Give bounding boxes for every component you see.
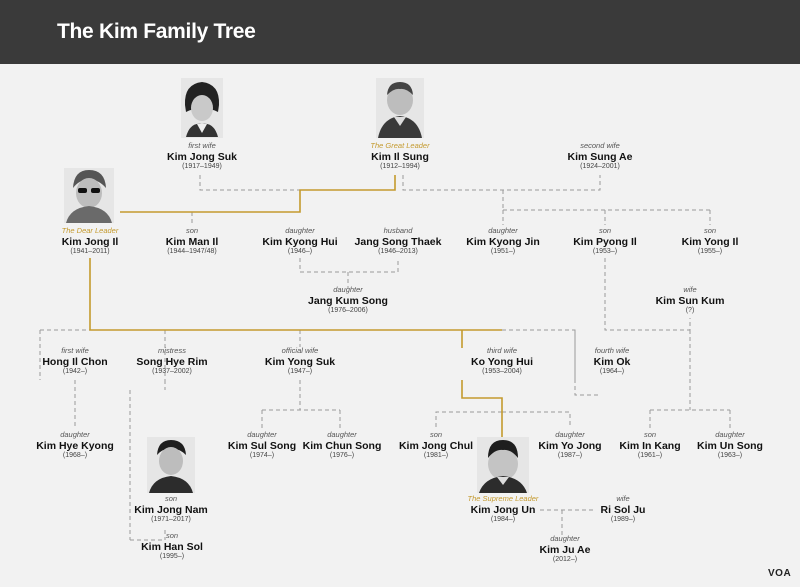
person-kim-pyong-il: son Kim Pyong Il (1953–) — [573, 226, 637, 256]
person-kim-sul-song: daughter Kim Sul Song (1974–) — [227, 430, 297, 460]
portrait-kim-il-sung — [376, 78, 424, 138]
person-jang-song-thaek: husband Jang Song Thaek (1946–2013) — [354, 226, 442, 256]
person-kim-jong-il: The Dear Leader Kim Jong Il (1941–2011) — [61, 226, 119, 256]
person-kim-jong-suk: first wife Kim Jong Suk (1917–1949) — [166, 141, 237, 171]
person-hong-il-chon: first wife Hong Il Chon (1942–) — [42, 346, 108, 376]
person-ri-sol-ju: wife Ri Sol Ju (1989–) — [600, 494, 646, 524]
person-kim-sun-kum: wife Kim Sun Kum (?) — [655, 285, 725, 315]
person-kim-hye-kyong: daughter Kim Hye Kyong (1968–) — [36, 430, 114, 460]
page-title: The Kim Family Tree — [57, 20, 256, 43]
person-jang-kum-song: daughter Jang Kum Song (1976–2006) — [308, 285, 388, 315]
person-kim-man-il: son Kim Man Il (1944–1947/48) — [165, 226, 219, 256]
person-kim-ok: fourth wife Kim Ok (1964–) — [593, 346, 631, 376]
person-kim-il-sung: The Great Leader Kim Il Sung (1912–1994) — [370, 141, 430, 171]
portrait-kim-jong-il — [64, 168, 114, 223]
person-kim-jong-un: The Supreme Leader Kim Jong Un (1984–) — [467, 494, 539, 524]
person-song-hye-rim: mistress Song Hye Rim (1937–2002) — [136, 346, 208, 376]
person-kim-yong-suk: official wife Kim Yong Suk (1947–) — [264, 346, 336, 376]
person-kim-yong-il: son Kim Yong Il (1955–) — [681, 226, 739, 256]
person-kim-sung-ae: second wife Kim Sung Ae (1924–2001) — [567, 141, 633, 171]
person-kim-yo-jong: daughter Kim Yo Jong (1987–) — [538, 430, 602, 460]
header-bar: The Kim Family Tree — [0, 0, 800, 64]
portrait-kim-jong-un — [477, 437, 529, 493]
person-kim-chun-song: daughter Kim Chun Song (1976–) — [302, 430, 382, 460]
person-kim-jong-nam: son Kim Jong Nam (1971–2017) — [134, 494, 208, 524]
person-kim-han-sol: son Kim Han Sol (1995–) — [141, 531, 203, 561]
person-kim-kyong-hui: daughter Kim Kyong Hui (1946–) — [262, 226, 338, 256]
portrait-kim-jong-nam — [147, 437, 195, 493]
person-kim-in-kang: son Kim In Kang (1961–) — [619, 430, 681, 460]
voa-watermark: VOA — [768, 568, 792, 579]
person-kim-kyong-jin: daughter Kim Kyong Jin (1951–) — [466, 226, 540, 256]
person-ko-yong-hui: third wife Ko Yong Hui (1953–2004) — [470, 346, 534, 376]
portrait-kim-jong-suk — [181, 78, 223, 138]
person-kim-jong-chul: son Kim Jong Chul (1981–) — [398, 430, 474, 460]
person-kim-ju-ae: daughter Kim Ju Ae (2012–) — [539, 534, 591, 564]
person-kim-un-song: daughter Kim Un Song (1963–) — [697, 430, 763, 460]
